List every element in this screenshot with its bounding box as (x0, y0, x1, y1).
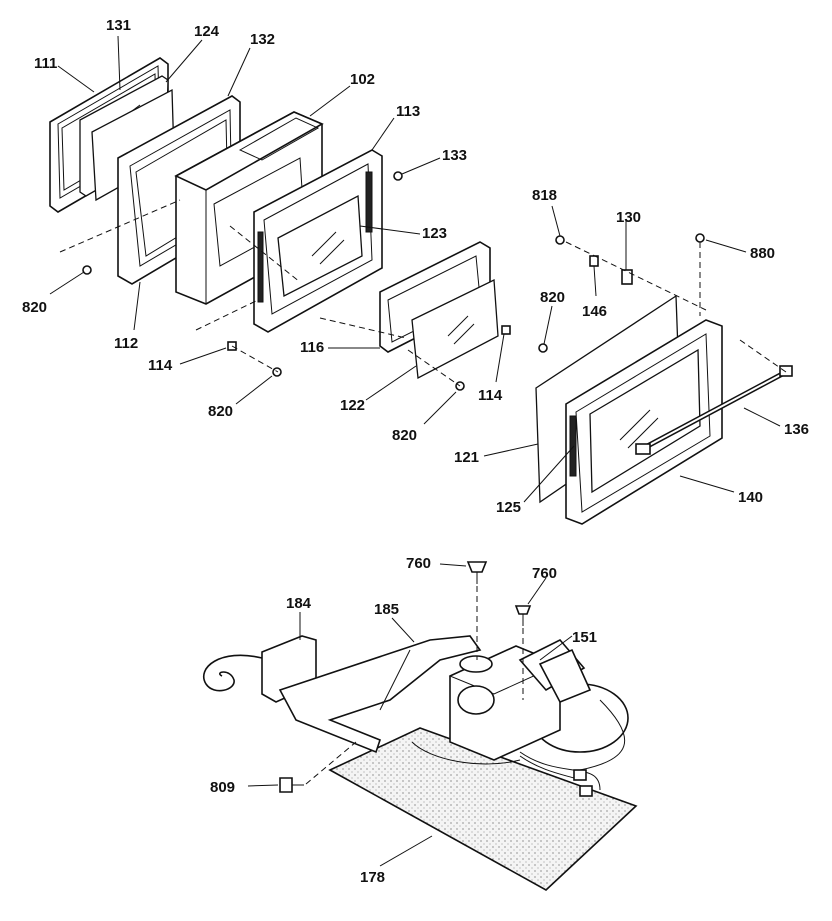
part-122-glass (411, 278, 499, 380)
callout-146: 146 (582, 303, 607, 320)
callout-124: 124 (194, 23, 220, 40)
callout-130: 130 (616, 209, 641, 226)
callout-labels: 111 131 124 132 102 113 133 123 820 112 … (22, 17, 809, 886)
callout-820-c: 820 (392, 427, 417, 444)
callout-760-b: 760 (532, 565, 557, 582)
part-140-door-frame (565, 319, 723, 525)
callout-760-a: 760 (406, 555, 431, 572)
callout-818: 818 (532, 187, 557, 204)
callout-121: 121 (454, 449, 479, 466)
callout-114-b: 114 (478, 387, 503, 404)
part-178-pad (328, 727, 638, 891)
callout-133: 133 (442, 147, 467, 164)
callout-116: 116 (300, 339, 324, 356)
part-185-arm (278, 635, 482, 754)
callout-125: 125 (496, 499, 521, 516)
screw-icon (279, 561, 532, 793)
callout-131: 131 (106, 17, 131, 34)
callout-123: 123 (422, 225, 447, 242)
screw-icon (82, 171, 705, 391)
lower-alignment-lines (305, 586, 524, 785)
callout-880: 880 (750, 245, 775, 262)
callout-820-d: 820 (540, 289, 565, 306)
alignment-lines (59, 199, 787, 387)
callout-820-a: 820 (22, 299, 47, 316)
callout-102: 102 (350, 71, 375, 88)
part-151-motor (448, 639, 629, 791)
callout-114-a: 114 (148, 357, 173, 374)
callout-809: 809 (210, 779, 235, 796)
callout-136: 136 (784, 421, 809, 438)
part-130-bracket (621, 269, 633, 285)
part-123-glass (277, 194, 363, 298)
callout-178: 178 (360, 869, 385, 886)
part-136-handle (635, 365, 793, 455)
callout-185: 185 (374, 601, 399, 618)
callout-111: 111 (34, 55, 57, 72)
callout-820-b: 820 (208, 403, 233, 420)
leader-lines (49, 35, 781, 867)
callout-132: 132 (250, 31, 275, 48)
callout-140: 140 (738, 489, 763, 506)
callout-151: 151 (572, 629, 597, 646)
callout-112: 112 (114, 335, 138, 352)
callout-122: 122 (340, 397, 365, 414)
wiring (411, 741, 593, 797)
callout-184: 184 (286, 595, 312, 612)
callout-113: 113 (396, 103, 420, 120)
